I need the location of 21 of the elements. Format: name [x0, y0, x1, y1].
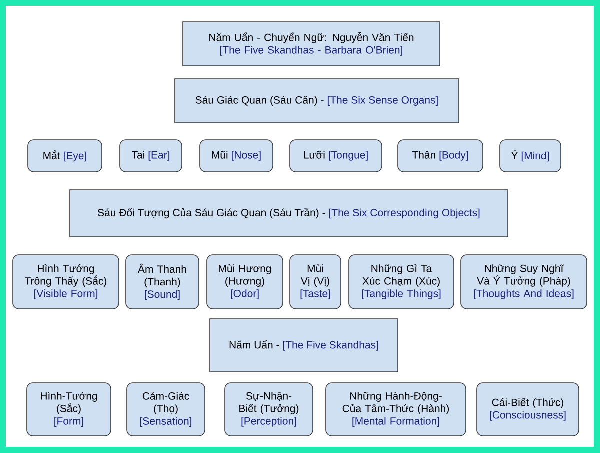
item-box: Cái-Biết (Thức) [Consciousness]: [476, 382, 580, 436]
item-box: Mắt [Eye]: [28, 140, 102, 172]
heading-box: Sáu Giác Quan (Sáu Căn) - [The Six Sense Organs]: [174, 78, 460, 124]
item-box: Sự-Nhận-Biết (Tưởng) [Perception]: [224, 382, 314, 436]
item-box: Những Suy Nghĩ Và Ý Tưởng (Pháp) [Thoughts And Ideas]: [460, 254, 588, 310]
item-box: Những Hành-Động-Của Tâm-Thức (Hành) [Mental Formation]: [326, 382, 466, 436]
item-box: Âm Thanh (Thanh) [Sound]: [126, 254, 200, 310]
heading-box: Sáu Đối Tượng Của Sáu Giác Quan (Sáu Trần) - [The Six Corresponding Objects]: [70, 190, 508, 238]
item-box: Mũi [Nose]: [200, 140, 274, 172]
item-box: Những Gì Ta Xúc Chạm (Xúc) [Tangible Things]: [348, 254, 454, 310]
item-box: Mùi Hương (Hương) [Odor]: [206, 254, 284, 310]
heading-box: Năm Uẩn - [The Five Skandhas]: [210, 318, 398, 372]
heading-box: Năm Uẩn - Chuyển Ngữ: Nguyễn Văn Tiến [The Five Skandhas - Barbara O'Brien]: [182, 22, 440, 66]
item-box: Hình Tướng Trông Thấy (Sắc) [Visible Form]: [12, 254, 120, 310]
item-box: Mùi Vị (Vị) [Taste]: [290, 254, 342, 310]
item-box: Lưỡi [Tongue]: [290, 140, 382, 172]
item-box: Thân [Body]: [398, 140, 484, 172]
item-box: Hình-Tướng (Sắc) [Form]: [26, 382, 112, 436]
item-box: Cảm-Giác (Thọ) [Sensation]: [126, 382, 206, 436]
item-box: Tai [Ear]: [120, 140, 182, 172]
item-box: Ý [Mind]: [500, 140, 562, 172]
